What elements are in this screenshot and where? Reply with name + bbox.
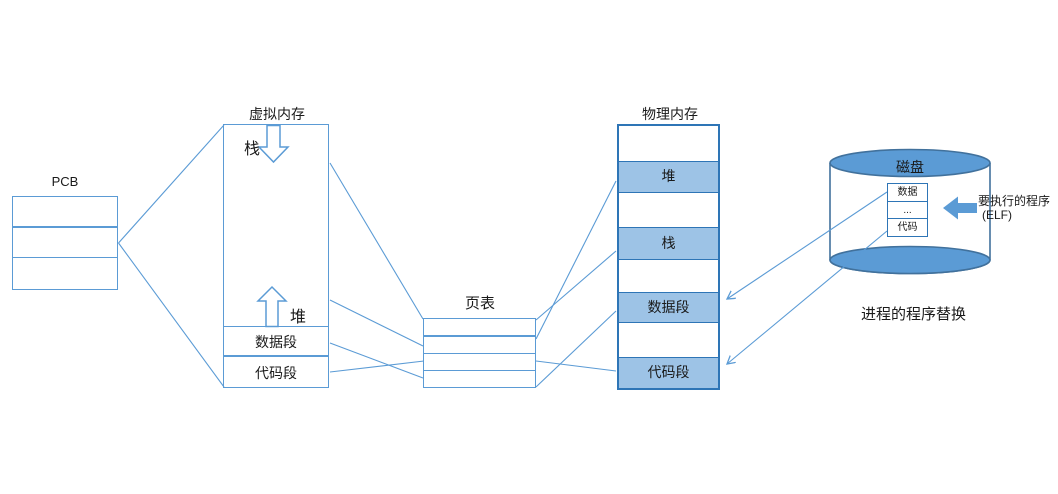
connector-vm-code-to-pt-row3 — [329, 360, 425, 373]
connector-pcb-to-vm-bottom — [118, 242, 225, 388]
pcb-box — [12, 196, 118, 290]
virtual-memory-box: 栈 堆 数据段 代码段 — [223, 124, 329, 388]
disk-bottom-ellipse — [829, 245, 991, 275]
disk-row-ellipsis: ... — [888, 201, 927, 218]
physical-memory-box: 堆 栈 数据段 代码段 — [617, 124, 720, 390]
physical-memory-row-stack: 栈 — [619, 228, 718, 260]
connector-disk-code-to-pm-code — [727, 230, 888, 364]
connector-vm-data-to-pt-row4 — [329, 342, 424, 379]
elf-program-note-line2: (ELF) — [982, 208, 1012, 222]
page-table-row-divider — [424, 370, 535, 371]
connector-disk-data-to-pm-data — [727, 191, 888, 299]
disk-row-data: 数据 — [897, 187, 918, 198]
page-table-label: 页表 — [464, 295, 495, 312]
pcb-row-divider — [13, 257, 117, 258]
physical-memory-label: 物理内存 — [642, 106, 698, 122]
vm-code-segment: 代码段 — [255, 365, 297, 381]
virtual-memory-label: 虚拟内存 — [249, 106, 305, 122]
page-table-box — [423, 318, 536, 388]
heap-grow-up-arrow-icon — [256, 285, 288, 328]
physical-memory-row — [619, 323, 718, 358]
connector-vm-heap-to-pt-row2 — [329, 299, 424, 347]
page-table-row-divider — [424, 353, 535, 354]
physical-memory-row-code-segment: 代码段 — [619, 358, 718, 388]
disk-top-ellipse — [829, 148, 991, 178]
physical-memory-row — [619, 260, 718, 293]
vm-data-segment-divider — [224, 326, 328, 327]
page-table-row-divider — [424, 335, 535, 337]
disk-label: 磁盘 — [896, 159, 924, 175]
disk-row-code: 代码 — [888, 218, 927, 235]
disk-table: 数据 ... 代码 — [887, 183, 928, 237]
connector-pt-row2-to-pm-heap — [535, 180, 617, 340]
physical-memory-row-data-segment: 数据段 — [619, 293, 718, 323]
vm-heap-label: 堆 — [290, 309, 307, 326]
vm-code-segment-divider — [224, 355, 328, 357]
physical-memory-row — [619, 193, 718, 228]
connector-pt-row3-to-pm-code — [535, 360, 617, 372]
elf-program-note-line1: 要执行的程序 — [978, 194, 1051, 208]
process-program-replacement-caption: 进程的程序替换 — [860, 306, 966, 323]
connector-pcb-to-vm-top — [118, 124, 225, 244]
elf-arrow-icon — [943, 196, 977, 220]
physical-memory-row-heap: 堆 — [619, 162, 718, 193]
connector-pt-row1-to-pm-stack — [535, 250, 617, 321]
pcb-label: PCB — [51, 174, 79, 189]
connector-pt-row4-to-pm-data — [535, 310, 617, 388]
pcb-row-divider — [13, 226, 117, 228]
vm-data-segment: 数据段 — [255, 334, 297, 350]
vm-stack-label: 栈 — [244, 141, 261, 158]
stack-grow-down-arrow-icon — [257, 124, 290, 164]
connector-vm-stack-to-pt-row1 — [329, 162, 424, 320]
physical-memory-row — [619, 126, 718, 162]
